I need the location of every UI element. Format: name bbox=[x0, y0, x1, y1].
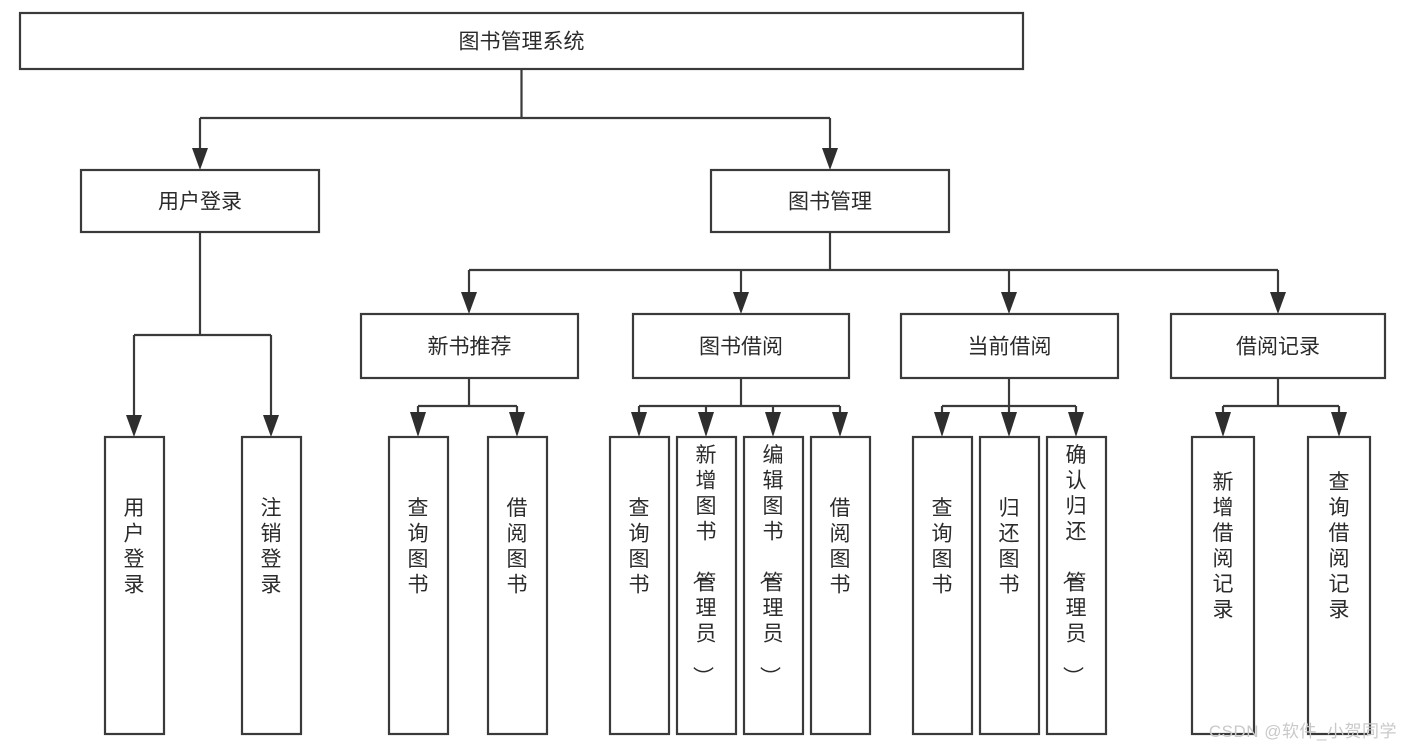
leaf-node-10-label: 归还图书 bbox=[999, 497, 1020, 597]
leaf-node-2-box[interactable] bbox=[240, 435, 303, 736]
node-borrow-label: 图书借阅 bbox=[699, 336, 783, 359]
node-root[interactable]: 图书管理系统 bbox=[18, 11, 1025, 71]
leaf-node-3-label: 查询图书 bbox=[408, 497, 429, 597]
node-login-label: 用户登录 bbox=[158, 191, 242, 214]
leaf-node-4-box[interactable] bbox=[486, 435, 549, 736]
node-bookmgmt-box[interactable] bbox=[709, 168, 951, 234]
leaf-node-13-box[interactable] bbox=[1306, 435, 1372, 736]
arrow-head-leaf-6 bbox=[698, 412, 714, 437]
arrow-head-login bbox=[192, 148, 208, 170]
arrow-head-leaf-1 bbox=[126, 415, 142, 437]
leaf-node-1-box[interactable] bbox=[103, 435, 166, 736]
node-current[interactable]: 当前借阅 bbox=[899, 312, 1120, 380]
arrow-head-newbook bbox=[461, 292, 477, 314]
arrow-head-leaf-10 bbox=[1001, 412, 1017, 437]
leaf-node-8-box[interactable] bbox=[809, 435, 872, 736]
leaf-node-6-box[interactable] bbox=[675, 435, 738, 736]
leaf-node-12-box[interactable] bbox=[1190, 435, 1256, 736]
arrow-head-leaf-13 bbox=[1331, 412, 1347, 437]
arrow-head-leaf-3 bbox=[410, 412, 426, 437]
node-current-label: 当前借阅 bbox=[968, 336, 1052, 359]
leaf-node-1-label: 用户登录 bbox=[124, 497, 145, 597]
node-borrow[interactable]: 图书借阅 bbox=[631, 312, 851, 380]
node-newbook-label: 新书推荐 bbox=[428, 336, 512, 359]
node-root-label: 图书管理系统 bbox=[459, 31, 585, 54]
leaf-node-9-label: 查询图书 bbox=[932, 497, 953, 597]
node-newbook-box[interactable] bbox=[359, 312, 580, 380]
node-bookmgmt-label: 图书管理 bbox=[788, 191, 872, 214]
leaf-node-2-label: 注销登录 bbox=[261, 497, 282, 597]
leaf-node-4-label: 借阅图书 bbox=[507, 497, 528, 597]
node-bookmgmt[interactable]: 图书管理 bbox=[709, 168, 951, 234]
arrow-head-leaf-8 bbox=[832, 412, 848, 437]
leaf-node-7-label: 编辑图书（管理员） bbox=[758, 444, 784, 687]
arrow-head-current bbox=[1001, 292, 1017, 314]
leaf-node-4[interactable]: 借阅图书 bbox=[486, 435, 549, 736]
connector-layer bbox=[126, 69, 1347, 437]
arrow-head-leaf-2 bbox=[263, 415, 279, 437]
arrow-head-borrow bbox=[733, 292, 749, 314]
node-newbook[interactable]: 新书推荐 bbox=[359, 312, 580, 380]
leaf-node-5-box[interactable] bbox=[608, 435, 671, 736]
leaf-node-1[interactable]: 用户登录 bbox=[103, 435, 166, 736]
arrow-head-leaf-11 bbox=[1068, 412, 1084, 437]
leaf-node-8-label: 借阅图书 bbox=[830, 497, 851, 597]
node-current-box[interactable] bbox=[899, 312, 1120, 380]
leaf-node-5-label: 查询图书 bbox=[629, 497, 650, 597]
leaf-node-5[interactable]: 查询图书 bbox=[608, 435, 671, 736]
node-login-box[interactable] bbox=[79, 168, 321, 234]
leaf-node-11-label: 确认归还（管理员） bbox=[1061, 444, 1087, 687]
leaf-node-7[interactable]: 编辑图书（管理员） bbox=[742, 435, 805, 736]
leaf-node-10[interactable]: 归还图书 bbox=[978, 435, 1041, 736]
leaf-node-10-box[interactable] bbox=[978, 435, 1041, 736]
leaf-node-3[interactable]: 查询图书 bbox=[387, 435, 450, 736]
leaf-node-7-box[interactable] bbox=[742, 435, 805, 736]
leaf-node-12-label: 新增借阅记录 bbox=[1213, 471, 1234, 622]
arrow-head-leaf-5 bbox=[631, 412, 647, 437]
arrow-head-leaf-12 bbox=[1215, 412, 1231, 437]
leaf-node-11-box[interactable] bbox=[1045, 435, 1108, 736]
node-records-box[interactable] bbox=[1169, 312, 1387, 380]
arrow-head-records bbox=[1270, 292, 1286, 314]
leaf-node-12[interactable]: 新增借阅记录 bbox=[1190, 435, 1256, 736]
node-login[interactable]: 用户登录 bbox=[79, 168, 321, 234]
arrow-head-leaf-4 bbox=[509, 412, 525, 437]
leaf-node-6-label: 新增图书（管理员） bbox=[691, 444, 717, 687]
leaf-node-13[interactable]: 查询借阅记录 bbox=[1306, 435, 1372, 736]
node-root-box[interactable] bbox=[18, 11, 1025, 71]
leaf-node-11[interactable]: 确认归还（管理员） bbox=[1045, 435, 1108, 736]
leaf-node-3-box[interactable] bbox=[387, 435, 450, 736]
arrow-head-bookmgmt bbox=[822, 148, 838, 170]
arrow-head-leaf-9 bbox=[934, 412, 950, 437]
leaf-node-9-box[interactable] bbox=[911, 435, 974, 736]
node-borrow-box[interactable] bbox=[631, 312, 851, 380]
leaf-node-9[interactable]: 查询图书 bbox=[911, 435, 974, 736]
leaf-node-8[interactable]: 借阅图书 bbox=[809, 435, 872, 736]
node-records[interactable]: 借阅记录 bbox=[1169, 312, 1387, 380]
leaf-node-13-label: 查询借阅记录 bbox=[1329, 471, 1350, 622]
arrow-head-leaf-7 bbox=[765, 412, 781, 437]
leaf-node-6[interactable]: 新增图书（管理员） bbox=[675, 435, 738, 736]
leaf-node-2[interactable]: 注销登录 bbox=[240, 435, 303, 736]
node-records-label: 借阅记录 bbox=[1236, 336, 1320, 359]
